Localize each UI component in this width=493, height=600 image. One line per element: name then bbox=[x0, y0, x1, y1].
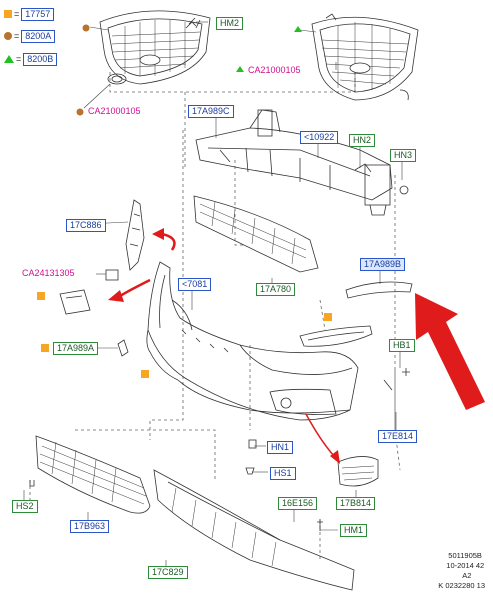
legend-part-2[interactable]: 8200A bbox=[21, 29, 56, 43]
label-hm2[interactable]: HM2 bbox=[216, 17, 244, 30]
legend-row-2: = 8200A bbox=[4, 29, 56, 43]
legend-part-3[interactable]: 8200B bbox=[23, 52, 58, 66]
reflector-left bbox=[117, 339, 129, 357]
label-17c829[interactable]: 17C829 bbox=[148, 566, 188, 579]
label-hn3[interactable]: HN3 bbox=[390, 149, 417, 162]
label-hb1[interactable]: HB1 bbox=[389, 339, 415, 352]
square-symbol-icon bbox=[4, 10, 12, 18]
label-17a989a[interactable]: 17A989A bbox=[53, 342, 99, 355]
upper-grille-right bbox=[311, 13, 419, 101]
label-17e814[interactable]: 17E814 bbox=[378, 430, 418, 443]
upper-grille-left bbox=[99, 10, 211, 85]
label-hn2[interactable]: HN2 bbox=[349, 134, 376, 147]
fog-grille-right bbox=[337, 456, 379, 487]
triangle-symbol-icon bbox=[4, 55, 14, 63]
label-17b814[interactable]: 17B814 bbox=[336, 497, 376, 510]
lower-spoiler bbox=[153, 469, 355, 591]
energy-absorber bbox=[193, 195, 319, 273]
label-hn1[interactable]: HN1 bbox=[267, 441, 294, 454]
assembly-guides bbox=[29, 70, 401, 560]
label-17a989c[interactable]: 17A989C bbox=[188, 105, 234, 118]
label-17a780[interactable]: 17A780 bbox=[256, 283, 296, 296]
reference-line-3: A2 bbox=[462, 571, 472, 580]
mount-clip bbox=[59, 269, 119, 315]
left-bracket bbox=[125, 199, 145, 271]
diagram-markers bbox=[37, 24, 332, 378]
bumper-cover bbox=[146, 261, 359, 421]
label-17c886[interactable]: 17C886 bbox=[66, 219, 106, 232]
label-16e156[interactable]: 16E156 bbox=[278, 497, 318, 510]
big-callout-arrow bbox=[415, 293, 485, 410]
label-7081[interactable]: <7081 bbox=[178, 278, 212, 291]
lower-grille-left bbox=[29, 435, 151, 514]
reference-block: 5011905B 10-2014 42 A2 K 0232280 13 bbox=[438, 551, 485, 591]
label-hs2[interactable]: HS2 bbox=[12, 500, 38, 513]
bumper-reinforcement bbox=[195, 109, 409, 216]
label-hm1[interactable]: HM1 bbox=[340, 524, 368, 537]
label-ca21000105-left[interactable]: CA21000105 bbox=[88, 106, 141, 116]
label-17b963[interactable]: 17B963 bbox=[70, 520, 110, 533]
reference-line-1: 5011905B bbox=[448, 551, 482, 560]
trim-strip-upper bbox=[345, 281, 413, 299]
fasteners bbox=[188, 17, 410, 531]
label-10922[interactable]: <10922 bbox=[300, 131, 339, 144]
red-arrows bbox=[108, 228, 485, 464]
legend-part-1[interactable]: 17757 bbox=[21, 7, 55, 21]
reference-line-2: 10-2014 42 bbox=[446, 561, 485, 570]
label-ca21000105-right[interactable]: CA21000105 bbox=[248, 65, 301, 75]
label-17a989b[interactable]: 17A989B bbox=[360, 258, 406, 271]
circle-symbol-icon bbox=[4, 32, 12, 40]
leader-lines bbox=[23, 21, 403, 568]
reference-line-4: K 0232280 13 bbox=[438, 581, 485, 590]
label-hs1[interactable]: HS1 bbox=[270, 467, 296, 480]
legend-row-3: = 8200B bbox=[4, 52, 58, 66]
bezel-right bbox=[299, 325, 373, 347]
label-ca24131305[interactable]: CA24131305 bbox=[22, 268, 75, 278]
legend-row-1: = 17757 bbox=[4, 7, 55, 21]
